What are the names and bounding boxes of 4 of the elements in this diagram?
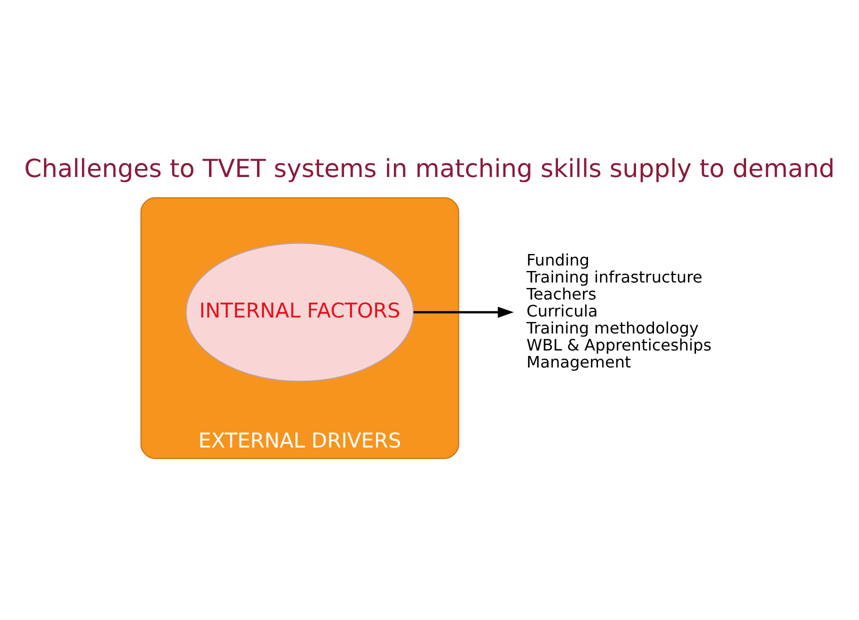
node-text: Funding Training infrastructure Teachers Curricula Training methodology WBL & Apprenticeships Management <box>526 250 712 372</box>
diagram-title: Challenges to TVET systems in matching skills supply to demand <box>24 154 835 183</box>
arrow <box>414 306 514 318</box>
node-ellipse: INTERNAL FACTORS <box>186 242 414 382</box>
